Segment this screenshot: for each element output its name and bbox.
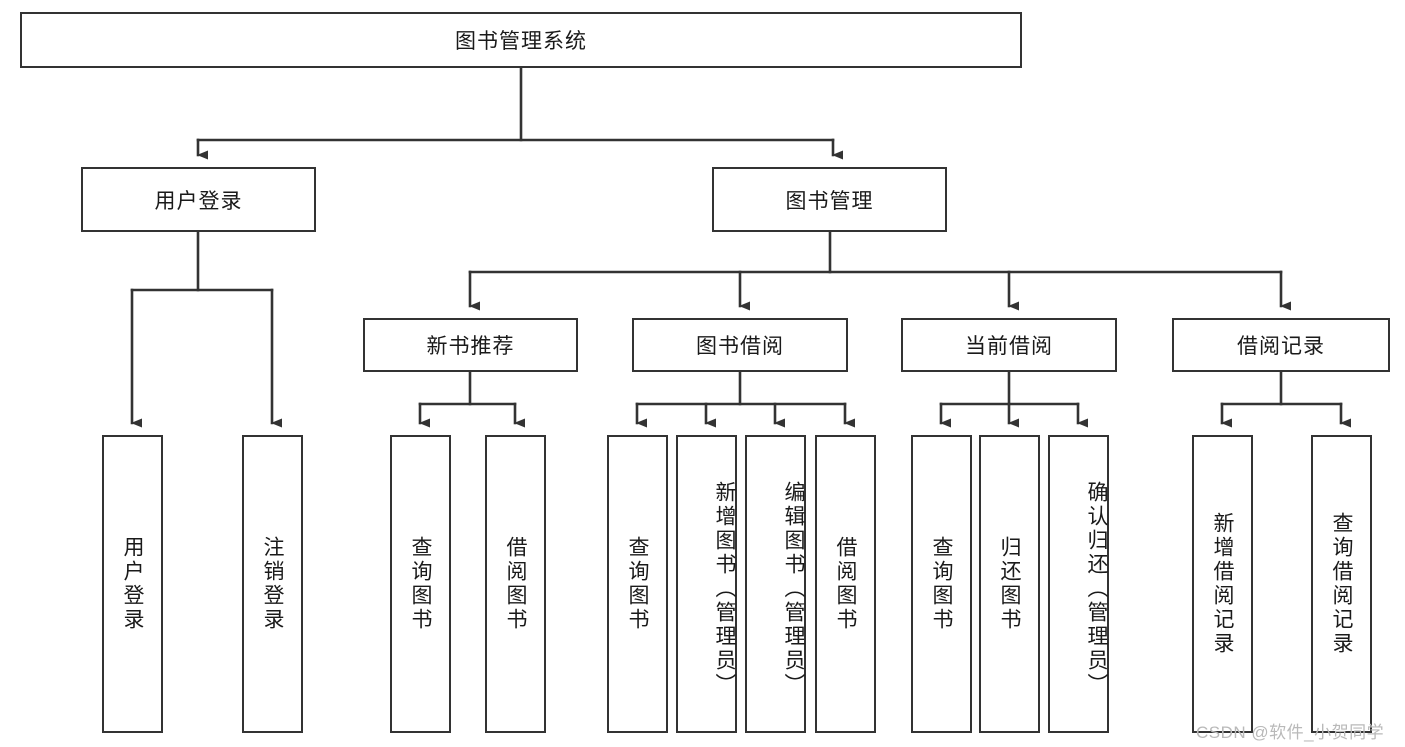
node-borrow-record[interactable]: 借阅记录 [1172,318,1390,372]
leaf-borrow-book-recommend[interactable]: 借阅图书 [485,435,546,733]
leaf-query-book-recommend[interactable]: 查询图书 [390,435,451,733]
node-user-login[interactable]: 用户登录 [81,167,316,232]
leaf-edit-book-admin[interactable]: 编辑图书（管理员） [745,435,806,733]
leaf-query-book-current[interactable]: 查询图书 [911,435,972,733]
leaf-query-book-borrow[interactable]: 查询图书 [607,435,668,733]
leaf-confirm-return-admin[interactable]: 确认归还（管理员） [1048,435,1109,733]
leaf-return-book[interactable]: 归还图书 [979,435,1040,733]
leaf-user-logout[interactable]: 注销登录 [242,435,303,733]
leaf-add-borrow-record[interactable]: 新增借阅记录 [1192,435,1253,733]
node-book-borrow[interactable]: 图书借阅 [632,318,848,372]
leaf-borrow-book[interactable]: 借阅图书 [815,435,876,733]
watermark-credit: CSDN @软件_小贺同学 [1196,723,1385,742]
leaf-user-login[interactable]: 用户登录 [102,435,163,733]
leaf-query-borrow-record[interactable]: 查询借阅记录 [1311,435,1372,733]
leaf-add-book-admin[interactable]: 新增图书（管理员） [676,435,737,733]
node-current-borrow[interactable]: 当前借阅 [901,318,1117,372]
node-new-book-recommend[interactable]: 新书推荐 [363,318,578,372]
node-root-system[interactable]: 图书管理系统 [20,12,1022,68]
node-book-management[interactable]: 图书管理 [712,167,947,232]
